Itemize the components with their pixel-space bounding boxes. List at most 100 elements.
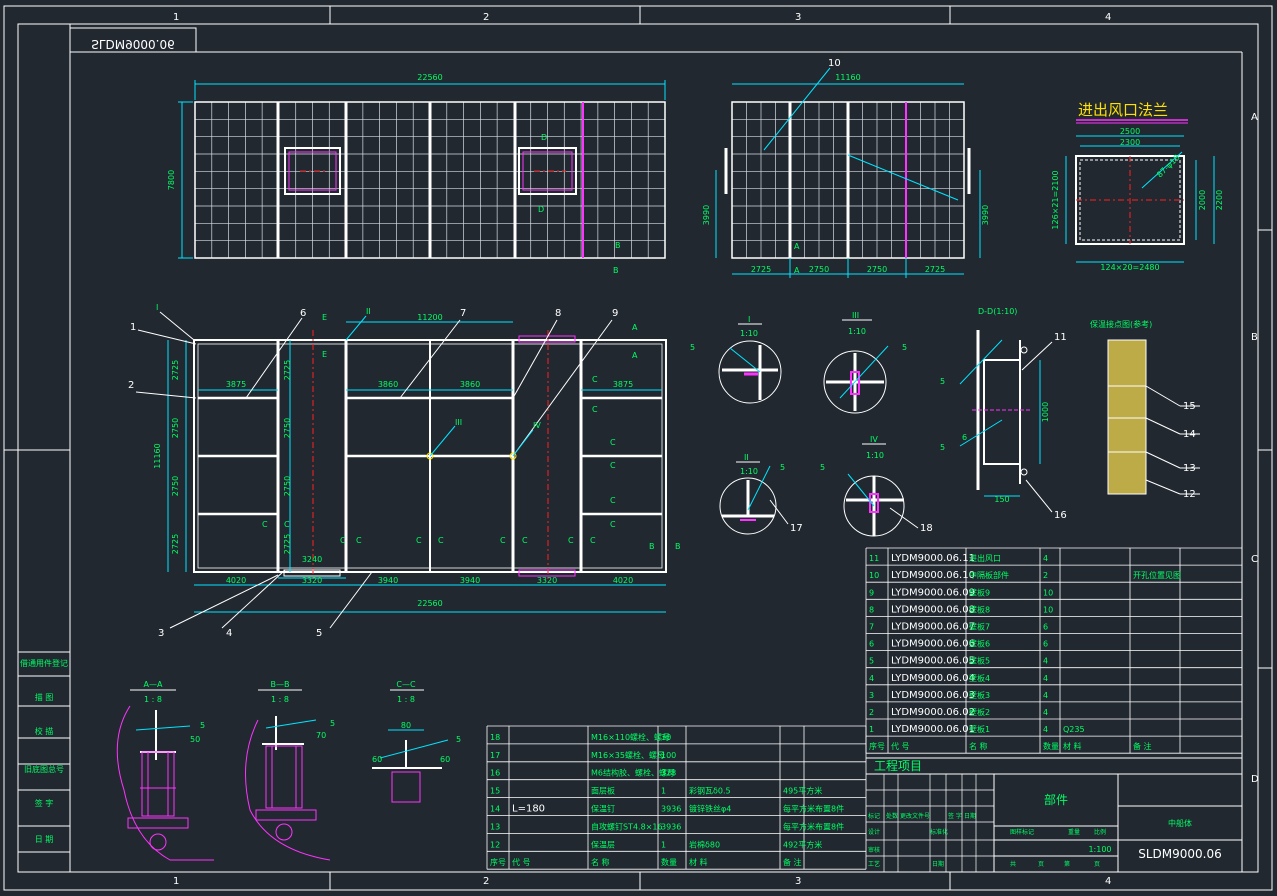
bom-lower-cell-name: 保温层: [591, 839, 615, 849]
plan-bottom-dim-1: 4020: [226, 576, 246, 585]
front-section-b-top: B: [615, 241, 621, 250]
bom-upper-cell-qty: 6: [1043, 623, 1048, 632]
bom-lower-header-note: 备 注: [783, 857, 802, 867]
bom-upper-cell-qty: 4: [1043, 674, 1048, 683]
bom-upper-cell-code: LYDM9000.06.08: [891, 604, 975, 615]
side-seg-1: 2725: [751, 265, 771, 274]
section-dd-callout-11: 11: [1054, 332, 1067, 343]
bom-lower-header-mat: 材 料: [689, 857, 708, 867]
title-block-label: 更改文件号: [900, 812, 930, 820]
detail-iii: III 1:10 5: [823, 311, 907, 414]
front-dim-width: 22560: [417, 73, 442, 82]
section-cc-dim-top: 80: [401, 721, 411, 730]
bom-lower-cell-name: M16×110螺栓、螺母: [591, 732, 670, 742]
flange-dim-inner-h: 2000: [1198, 190, 1207, 210]
plan-row-dim-3: 3860: [460, 380, 480, 389]
bom-lower-header-no: 序号: [490, 857, 506, 867]
plan-callout-2: 2: [128, 380, 134, 391]
plan-section-c-mark: C: [438, 536, 444, 545]
bom-lower-header-name: 名 称: [591, 857, 610, 867]
plan-section-c-mark: C: [416, 536, 422, 545]
bom-lower-cell-note: 每平方米布置8件: [783, 804, 844, 814]
side-seg-3: 2750: [867, 265, 887, 274]
strip-label-5: 签 字: [35, 798, 54, 808]
section-bb-title: B—B: [271, 680, 290, 689]
detail-i: I 1:10 5: [690, 315, 782, 404]
plan-left-dim-4: 2725: [171, 534, 180, 554]
bom-upper-cell-no: 3: [869, 691, 874, 700]
plan-section-c-mark: C: [592, 375, 598, 384]
bom-upper-cell-qty: 4: [1043, 691, 1048, 700]
section-c-c: C—C 1 : 8 80 60 60 5: [372, 680, 461, 803]
front-section-d-top: D: [541, 133, 547, 142]
title-block-label: 日期: [964, 812, 976, 820]
bom-upper-cell-name: 进出风口: [969, 553, 1001, 563]
section-cc-title: C—C: [396, 680, 416, 689]
bom-lower-cell-no: 16: [490, 769, 500, 778]
bom-upper-cell-code: LYDM9000.06.10: [891, 570, 975, 581]
side-dim-right: 3990: [981, 205, 990, 225]
title-block-label: 重量: [1068, 828, 1080, 836]
title-block-label: 工艺: [868, 860, 880, 868]
section-aa-title: A—A: [144, 680, 163, 689]
title-block-label: 图样标记: [1010, 828, 1034, 836]
bom-upper-header-name: 名 称: [969, 741, 988, 751]
detail-i-weld: 5: [690, 343, 695, 352]
side-seg-2: 2750: [809, 265, 829, 274]
plan-dim-top: 11200: [417, 313, 442, 322]
plan-section-c-mark: C: [610, 461, 616, 470]
bom-lower-header-code: 代 号: [512, 857, 531, 867]
bom-upper-cell-no: 1: [869, 725, 874, 734]
side-dim-width: 11160: [835, 73, 860, 82]
project-label: 工程项目: [874, 758, 922, 773]
part-name: 部件: [1044, 792, 1068, 807]
title-block-label: 比例: [1094, 828, 1106, 836]
bom-upper-cell-no: 10: [869, 571, 879, 580]
plan-section-b-right: B: [675, 542, 681, 551]
flange-dim-inner-w: 2300: [1120, 138, 1140, 147]
front-dim-height: 7800: [167, 170, 176, 190]
plan-callout-4: 4: [226, 628, 232, 639]
strip-label-2: 描 图: [35, 692, 54, 702]
flange-dim-bottom: 124×20=2480: [1100, 263, 1159, 272]
bom-upper-cell-no: 6: [869, 640, 874, 649]
frame-col-4-bottom: 4: [1105, 876, 1111, 887]
title-block-label: 第: [1064, 860, 1070, 868]
plan-callout-9: 9: [612, 308, 618, 319]
detail-ii-callout: 17: [790, 523, 803, 534]
title-block-label: 签 字: [948, 812, 962, 820]
bom-upper-cell-qty: 10: [1043, 588, 1053, 597]
bom-lower-cell-name: 保温钉: [591, 804, 615, 814]
bom-lower-cell-qty: 1: [661, 840, 666, 849]
plan-row-dim-4: 3875: [613, 380, 633, 389]
plan-section-a-top: A: [632, 323, 638, 332]
bom-lower-cell-qty: 100: [661, 751, 676, 760]
plan-section-c-mark: C: [568, 536, 574, 545]
plan-left-dim-1: 2725: [171, 360, 180, 380]
flange-view: 进出风口法兰 2500 2300 124×20=2480 126×21=2100…: [1051, 101, 1224, 272]
strip-label-3: 校 描: [35, 726, 54, 736]
bom-upper-cell-code: LYDM9000.06.05: [891, 656, 975, 667]
detail-iv-title: IV: [870, 435, 878, 444]
plan-inner-dim-2: 2750: [283, 418, 292, 438]
section-aa-dim: 50: [190, 735, 200, 744]
detail-ii-title: II: [744, 453, 749, 462]
title-block: 工程项目 部件 中船体 SLDM9000.06 1:100 标记处数更改文件号签…: [866, 757, 1242, 872]
bom-lower-cell-no: 18: [490, 733, 500, 742]
detail-iv-callout: 18: [920, 523, 933, 534]
bom-upper-cell-qty: 4: [1043, 725, 1048, 734]
strip-label-4: 旧底图总号: [24, 764, 64, 774]
bom-upper-cell-code: LYDM9000.06.03: [891, 690, 975, 701]
drawing-code: SLDM9000.06: [1138, 847, 1222, 861]
insulation-detail: 保温接点图(参考) 15 14 13 12: [1090, 319, 1200, 500]
section-cc-weld: 5: [456, 735, 461, 744]
frame-col-3-bottom: 3: [795, 876, 801, 887]
plan-callout-3: 3: [158, 628, 164, 639]
frame-row-b: B: [1251, 332, 1258, 343]
plan-section-c-mark: C: [522, 536, 528, 545]
bom-upper-cell-no: 7: [869, 623, 874, 632]
side-section-a-top: A: [794, 242, 800, 251]
bom-lower-cell-qty: 3936: [661, 822, 681, 831]
plan-section-c-mark: C: [590, 536, 596, 545]
